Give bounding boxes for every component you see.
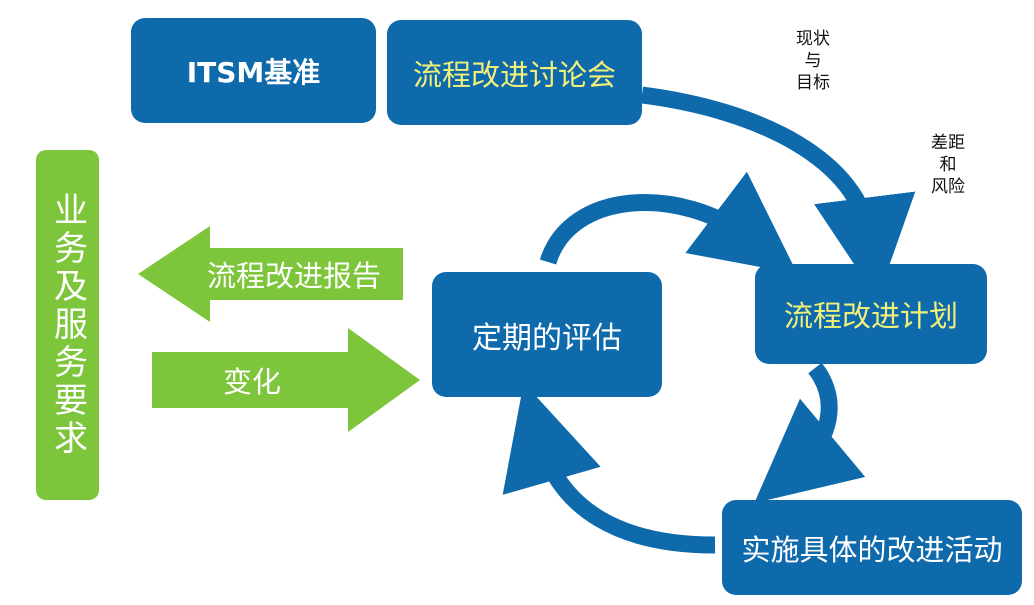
arrow-implement-to-review	[502, 382, 716, 554]
node-forum-label: 流程改进讨论会	[412, 57, 616, 92]
note-gap-risk: 差距 和 风险	[931, 133, 965, 197]
node-plan-label: 流程改进计划	[783, 299, 958, 333]
report-arrow-label: 流程改进报告	[206, 259, 381, 293]
node-implement-activities: 实施具体的改进活动	[722, 500, 1022, 595]
node-improvement-plan: 流程改进计划	[755, 264, 987, 364]
arrow-review-to-plan	[539, 171, 798, 274]
node-itsm-baseline: ITSM基准	[131, 18, 376, 123]
change-arrow-label: 变化	[222, 365, 281, 399]
node-itsm-label: ITSM基准	[186, 55, 321, 89]
node-implement-label: 实施具体的改进活动	[741, 532, 1003, 567]
note-status-goal: 现状 与 目标	[796, 29, 830, 93]
node-improvement-forum: 流程改进讨论会	[387, 20, 642, 125]
node-review-label: 定期的评估	[472, 320, 622, 356]
change-arrow	[152, 328, 420, 432]
arrow-plan-to-implement	[754, 362, 866, 504]
business-requirements-bar: 业务及服务要求	[36, 150, 99, 500]
node-periodic-review: 定期的评估	[432, 272, 662, 397]
arrow-forum-to-plan	[640, 86, 916, 300]
business-requirements-label: 业务及服务要求	[47, 192, 88, 458]
report-arrow	[138, 226, 403, 322]
